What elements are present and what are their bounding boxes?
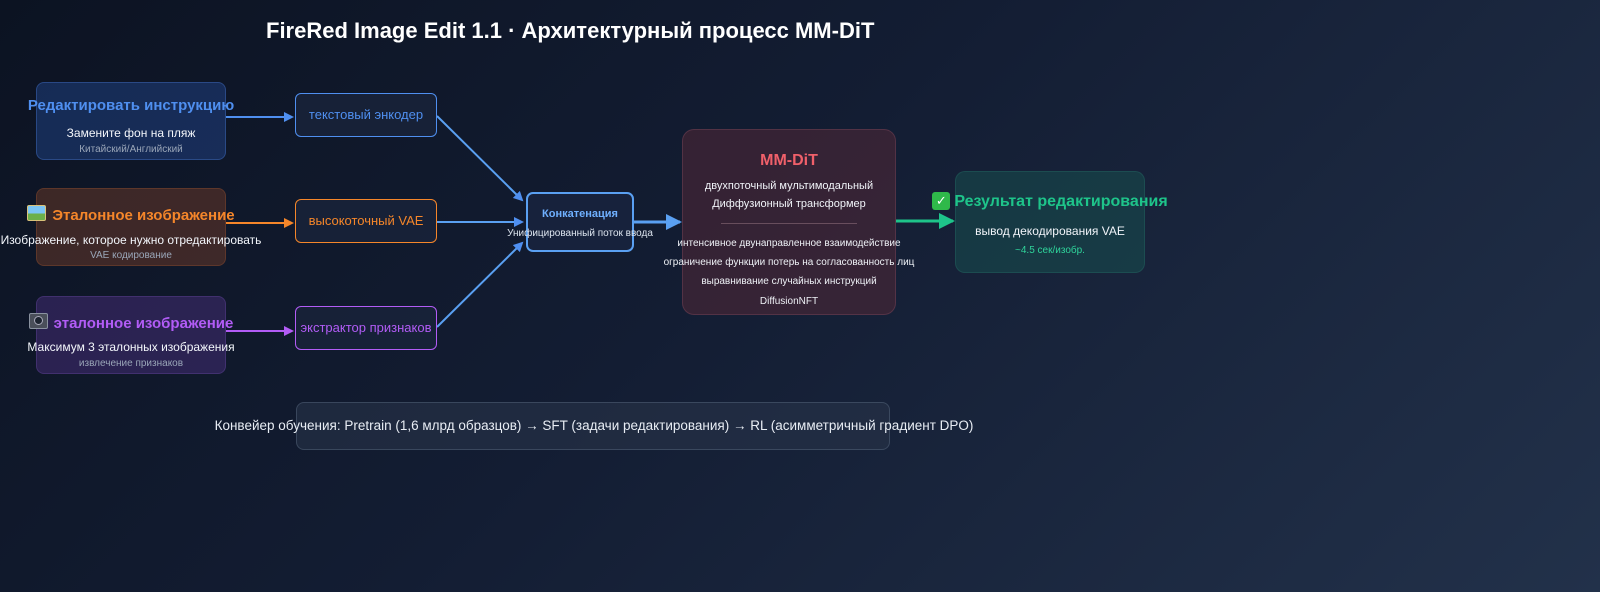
training-pipeline-text: Конвейер обучения: Pretrain (1,6 млрд об… — [214, 418, 974, 433]
source-image-title: Эталонное изображение — [52, 207, 235, 224]
concat-node: Конкатенация — [526, 192, 634, 252]
arrow-extractor-to-concat — [436, 241, 524, 328]
feature-extractor-node: экстрактор признаков — [295, 306, 437, 350]
input-source-image-card: Эталонное изображение Изображение, котор… — [1, 188, 261, 266]
concat-title: Конкатенация — [542, 208, 618, 220]
mmdit-feature: выравнивание случайных инструкций — [701, 276, 877, 287]
picture-icon — [27, 205, 47, 221]
reference-image-title: эталонное изображение — [53, 315, 234, 332]
text-encoder-node: текстовый энкодер — [295, 93, 437, 137]
mmdit-divider — [721, 223, 857, 224]
result-card: ✓Результат редактирования вывод декодиро… — [932, 171, 1168, 273]
diagram-title: FireRed Image Edit 1.1 · Архитектурный п… — [266, 18, 875, 43]
vae-node: высокоточный VAE — [295, 199, 437, 243]
source-image-desc: Изображение, которое нужно отредактирова… — [0, 233, 262, 247]
result-speed: ~4.5 сек/изобр. — [1015, 245, 1085, 256]
instruction-example: Замените фон на пляж — [66, 126, 196, 140]
concat-subtitle: Унифицированный поток ввода — [507, 228, 653, 239]
mmdit-feature: интенсивное двунаправленное взаимодейств… — [677, 238, 901, 249]
result-title: Результат редактирования — [954, 193, 1168, 210]
reference-image-feature: извлечение признаков — [78, 358, 184, 369]
arrow-encoder-to-concat — [436, 115, 524, 202]
mmdit-subtitle-2: Диффузионный трансформер — [712, 198, 866, 210]
mmdit-subtitle-1: двухпоточный мультимодальный — [704, 180, 874, 192]
result-output: вывод декодирования VAE — [975, 224, 1125, 238]
mmdit-block: MM-DiT двухпоточный мультимодальный Дифф… — [664, 129, 914, 315]
source-image-encoding: VAE кодирование — [90, 250, 172, 261]
mmdit-feature: ограничение функции потерь на согласован… — [663, 257, 915, 268]
mmdit-feature: DiffusionNFT — [759, 296, 819, 307]
camera-icon — [28, 313, 48, 329]
reference-image-desc: Максимум 3 эталонных изображения — [27, 340, 235, 354]
check-icon: ✓ — [932, 192, 951, 210]
mmdit-title: MM-DiT — [760, 152, 818, 169]
instruction-title: Редактировать инструкцию — [27, 97, 235, 114]
input-reference-image-card: эталонное изображение Максимум 3 эталонн… — [27, 296, 235, 374]
instruction-languages: Китайский/Английский — [79, 144, 183, 155]
input-instruction-card: Редактировать инструкцию Замените фон на… — [28, 82, 234, 160]
training-pipeline-box: Конвейер обучения: Pretrain (1,6 млрд об… — [215, 402, 973, 450]
